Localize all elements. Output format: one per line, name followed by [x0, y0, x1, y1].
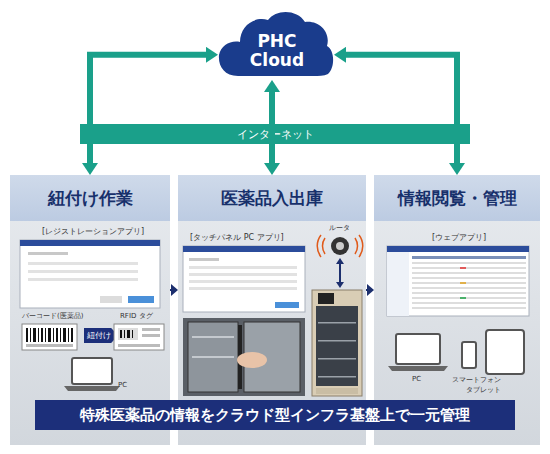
- cloud-outline: [219, 12, 333, 76]
- panel-header: 医薬品入出庫: [178, 175, 366, 221]
- caption-label: スマートフォン: [452, 377, 501, 385]
- cloud-link-arrow: [346, 55, 457, 163]
- band-label: インターネット: [237, 127, 314, 142]
- caption-label: RFID タグ: [120, 313, 153, 321]
- caption-label: [レジストレーションアプリ]: [42, 228, 144, 237]
- tag-label: 紐付け: [87, 330, 111, 341]
- cloud-node: PHC Cloud: [218, 8, 334, 80]
- caption-label: タブレット: [466, 387, 501, 395]
- caption-label: [タッチパネル PC アプリ]: [190, 234, 284, 243]
- flow-arrow: [366, 289, 367, 291]
- panel-header: 情報閲覧・管理: [374, 175, 540, 221]
- panel-header: 紐付け作業: [10, 175, 170, 221]
- caption-label: PC: [412, 376, 421, 384]
- band-node: インターネット: [80, 124, 470, 144]
- flow-arrow: [170, 289, 171, 291]
- caption-label: [ウェブアプリ]: [432, 234, 486, 243]
- caption-label: バーコード(医薬品): [22, 313, 83, 321]
- banner-label: 特殊医薬品の情報をクラウド型インフラ基盤上で一元管理: [80, 406, 470, 425]
- caption-label: ルータ: [329, 225, 350, 233]
- cloud-link-arrow: [90, 55, 206, 163]
- caption-label: PC: [118, 382, 127, 390]
- banner-node: 特殊医薬品の情報をクラウド型インフラ基盤上で一元管理: [35, 400, 515, 430]
- cloud-label: PHC Cloud: [246, 32, 308, 70]
- tag-node: 紐付け: [84, 328, 118, 343]
